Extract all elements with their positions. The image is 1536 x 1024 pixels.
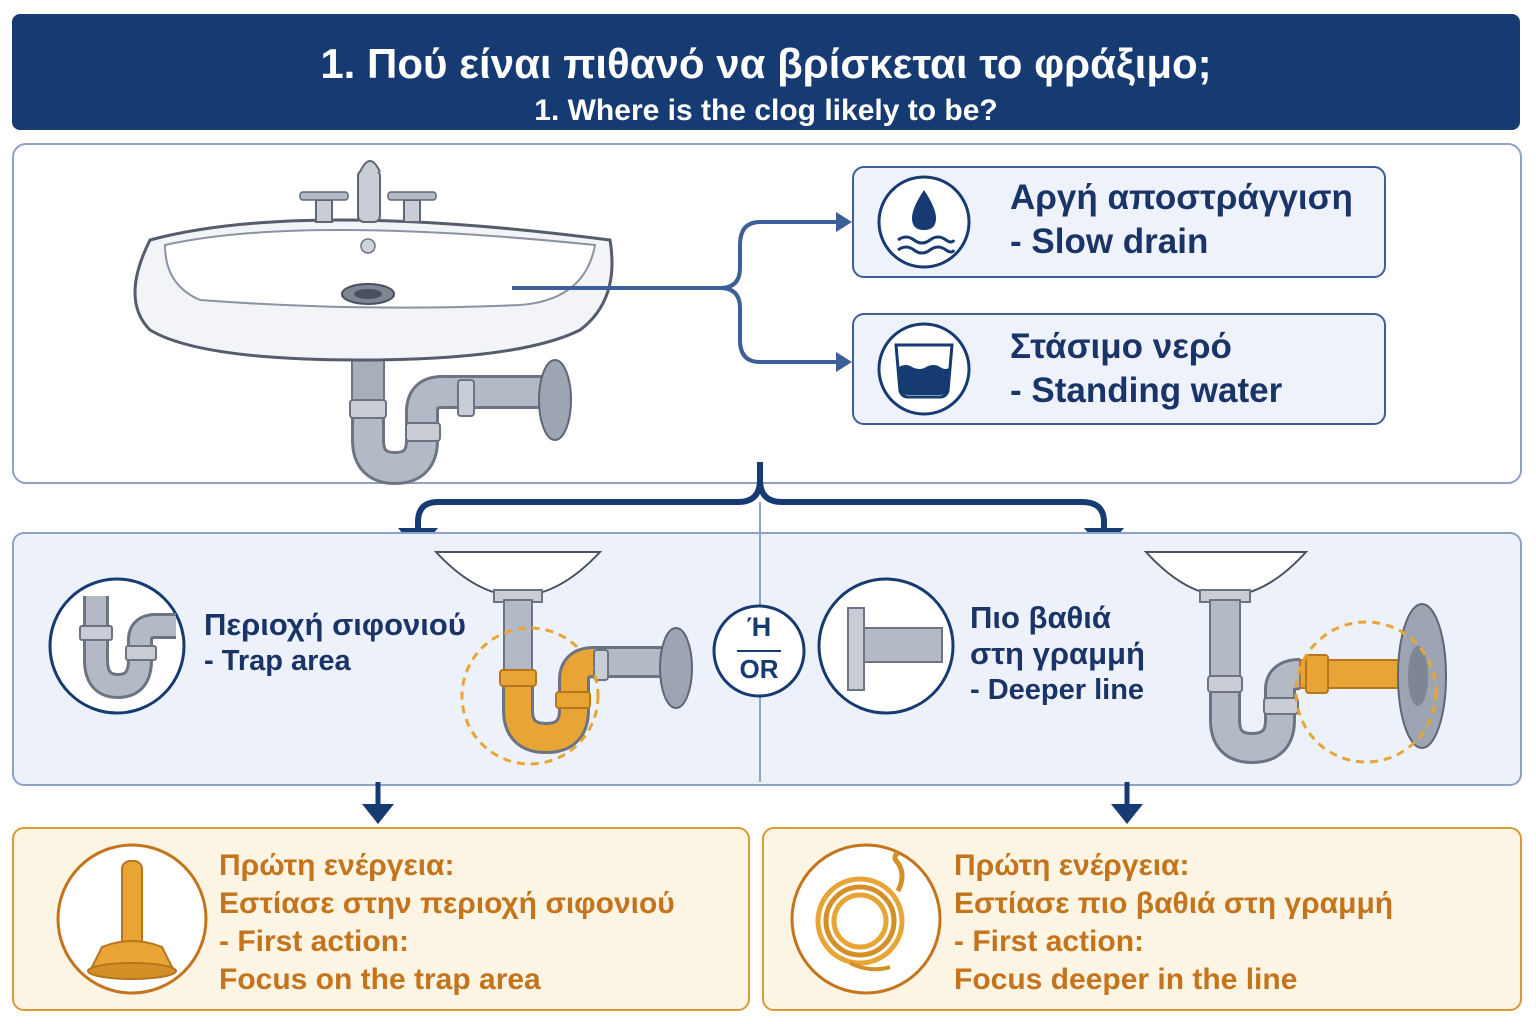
basin-water-icon [877, 322, 971, 416]
trap-area-english: - Trap area [204, 645, 351, 677]
action-line-panel: Πρώτη ενέργεια: Εστίασε πιο βαθιά στη γρ… [762, 827, 1522, 1011]
drain-snake-icon [790, 843, 942, 995]
or-label-english: OR [739, 654, 779, 684]
trap-area-greek: Περιοχή σιφονιού [204, 607, 466, 642]
plunger-icon [56, 843, 208, 995]
action-line-greek-2: Εστίασε πιο βαθιά στη γραμμή [954, 887, 1394, 920]
or-label-greek: Ή [746, 612, 772, 642]
deeper-line-greek-1: Πιο βαθιά [970, 600, 1111, 635]
symptom-slow-drain-greek: Αργή αποστράγγιση [1010, 178, 1353, 217]
symptom-standing-water-english: - Standing water [1010, 371, 1283, 410]
symptom-slow-drain: Αργή αποστράγγιση - Slow drain [852, 166, 1386, 278]
action-line-greek-1: Πρώτη ενέργεια: [954, 849, 1190, 882]
action-trap-panel: Πρώτη ενέργεια: Εστίασε στην περιοχή σιφ… [12, 827, 750, 1011]
action-trap-greek-2: Εστίασε στην περιοχή σιφονιού [219, 887, 675, 920]
action-line-english-1: - First action: [954, 925, 1145, 958]
action-trap-english-1: - First action: [219, 925, 410, 958]
title-greek: 1. Πού είναι πιθανό να βρίσκεται το φράξ… [320, 40, 1212, 87]
action-trap-greek-1: Πρώτη ενέργεια: [219, 849, 455, 882]
symptom-standing-water: Στάσιμο νερό - Standing water [852, 313, 1386, 425]
trap-area-label: Περιοχή σιφονιού - Trap area [204, 607, 466, 679]
symptom-slow-drain-english: - Slow drain [1010, 222, 1209, 261]
deeper-line-label: Πιο βαθιά στη γραμμή - Deeper line [970, 600, 1145, 708]
action-trap-english-2: Focus on the trap area [219, 963, 541, 996]
header-banner: 1. Πού είναι πιθανό να βρίσκεται το φράξ… [12, 14, 1520, 130]
deeper-line-english: - Deeper line [970, 674, 1145, 706]
water-drop-icon [877, 175, 971, 269]
title-english: 1. Where is the clog likely to be? [534, 94, 998, 127]
deeper-line-greek-2: στη γραμμή [970, 636, 1145, 671]
symptom-standing-water-greek: Στάσιμο νερό [1010, 327, 1232, 366]
action-line-english-2: Focus deeper in the line [954, 963, 1298, 996]
